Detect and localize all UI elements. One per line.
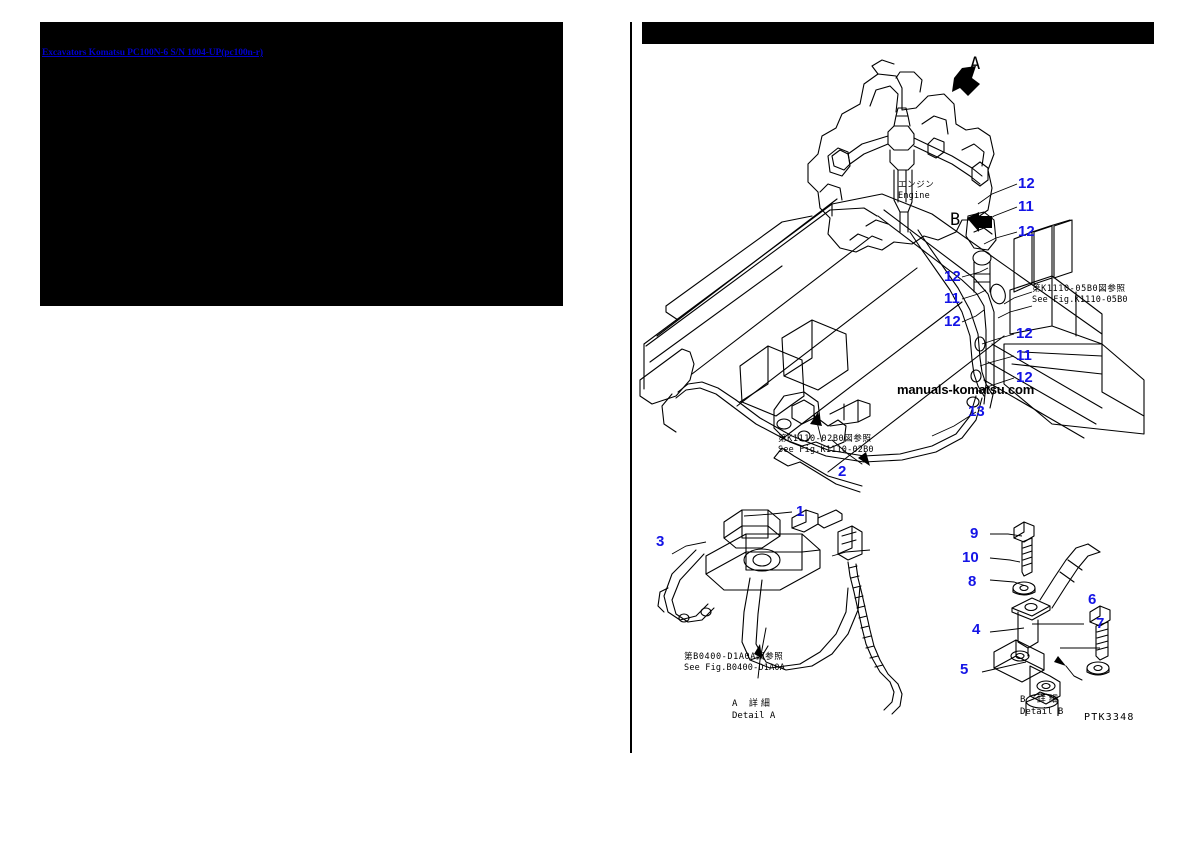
callout-main-2: 11 xyxy=(1018,198,1034,215)
callout-detail-b-9: 9 xyxy=(970,525,979,542)
diagram-header-bar xyxy=(642,22,1154,44)
header-tick-marks xyxy=(1112,40,1152,44)
parts-diagram-artwork xyxy=(639,59,1145,493)
reference-b0400-d1a0a: 第B0400-D1A0A図参照 See Fig.B0400-D1A0A xyxy=(684,652,785,674)
callout-main-6: 12 xyxy=(944,313,961,330)
callout-detail-b-6: 6 xyxy=(1088,591,1097,608)
callout-main-5: 11 xyxy=(944,290,960,307)
reference-k1110-05b0: 第K1110-05B0図参照 See Fig.K1110-05B0 xyxy=(1032,284,1128,306)
callout-main-1: 12 xyxy=(1018,175,1035,192)
callout-main-4: 12 xyxy=(944,268,961,285)
reference-b0400-d1a0a-jp: 第B0400-D1A0A図参照 xyxy=(684,652,784,662)
detail-b-artwork xyxy=(993,521,1111,716)
diagram-canvas: エンジン Engine A B 第K1110-05B0図参照 See Fig.K… xyxy=(632,44,1154,753)
section-marker-a: A xyxy=(970,54,981,74)
engine-label-jp: エンジン xyxy=(898,180,935,190)
diagram-frame: エンジン Engine A B 第K1110-05B0図参照 See Fig.K… xyxy=(630,22,1154,753)
detail-b-label-jp: B 詳細 xyxy=(1020,695,1061,705)
section-marker-arrows xyxy=(952,66,992,232)
reference-k1110-02b0: 第K1110-02B0図参照 See Fig.K1110-02B0 xyxy=(778,434,874,456)
callout-detail-b-4: 4 xyxy=(972,621,981,638)
reference-k1110-02b0-jp: 第K1110-02B0図参照 xyxy=(778,434,872,444)
detail-b-label-en: Detail B xyxy=(1020,707,1064,718)
callout-main-9: 12 xyxy=(1016,369,1033,386)
callout-main-7: 12 xyxy=(1016,325,1033,342)
watermark-text: manuals-komatsu.com xyxy=(897,382,1035,397)
engine-label: エンジン Engine xyxy=(898,180,934,202)
drawing-number: PTK3348 xyxy=(1084,712,1135,723)
reference-b0400-d1a0a-en: See Fig.B0400-D1A0A xyxy=(684,662,786,673)
left-black-panel: Excavators Komatsu PC100N-6 S/N 1004-UP(… xyxy=(40,22,563,306)
breadcrumb-model-link[interactable]: Excavators Komatsu PC100N-6 S/N 1004-UP(… xyxy=(42,48,263,58)
engine-label-en: Engine xyxy=(898,190,930,201)
callout-detail-a-3: 3 xyxy=(656,533,665,550)
section-marker-b: B xyxy=(950,210,961,230)
callout-main-10: 13 xyxy=(968,403,985,420)
reference-k1110-05b0-jp: 第K1110-05B0図参照 xyxy=(1032,284,1126,294)
detail-a-label-en: Detail A xyxy=(732,711,776,722)
callout-detail-a-2: 2 xyxy=(838,463,847,480)
callout-detail-b-5: 5 xyxy=(960,661,969,678)
reference-k1110-02b0-en: See Fig.K1110-02B0 xyxy=(778,444,874,455)
detail-a-label: A 詳細 Detail A xyxy=(732,698,775,722)
callout-detail-a-1: 1 xyxy=(796,503,805,520)
callout-detail-b-10: 10 xyxy=(962,549,979,566)
detail-a-label-jp: A 詳細 xyxy=(732,699,773,709)
callout-detail-b-7: 7 xyxy=(1096,615,1105,632)
detail-b-label: B 詳細 Detail B xyxy=(1020,694,1063,718)
callout-main-8: 11 xyxy=(1016,347,1032,364)
callout-main-3: 12 xyxy=(1018,223,1035,240)
callout-detail-b-8: 8 xyxy=(968,573,977,590)
reference-k1110-05b0-en: See Fig.K1110-05B0 xyxy=(1032,294,1128,305)
